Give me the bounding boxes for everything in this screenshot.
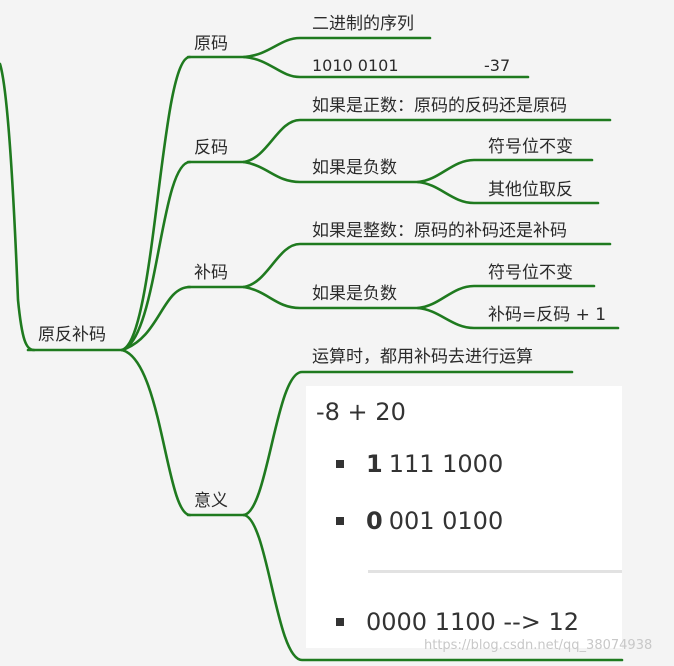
edge-root-buma xyxy=(120,285,192,352)
sign-bit: 1 xyxy=(366,450,383,478)
node-binary-sequence[interactable]: 二进制的序列 xyxy=(312,14,414,34)
example-card: -8 + 20 1 111 1000 0 001 0100 0000 1100 … xyxy=(306,386,622,648)
watermark-url: https://blog.csdn.net/qq_38074938 xyxy=(424,638,653,653)
trunk-line xyxy=(0,62,36,352)
node-binary-example[interactable]: 1010 0101 xyxy=(312,56,399,75)
square-bullet-icon xyxy=(336,460,344,468)
node-fanma-other-invert[interactable]: 其他位取反 xyxy=(488,180,573,200)
node-fanma[interactable]: 反码 xyxy=(194,138,228,158)
node-yuanma[interactable]: 原码 xyxy=(194,34,228,54)
root-node[interactable]: 原反补码 xyxy=(38,325,106,345)
node-yiyi-statement[interactable]: 运算时，都用补码去进行运算 xyxy=(312,347,533,367)
edge-root-fanma xyxy=(120,160,192,352)
square-bullet-icon xyxy=(336,618,344,626)
edge-root-yiyi xyxy=(120,348,192,517)
node-fanma-positive[interactable]: 如果是正数：原码的反码还是原码 xyxy=(312,96,567,116)
node-fanma-sign-unchanged[interactable]: 符号位不变 xyxy=(488,137,573,157)
example-row-minus8: 1 111 1000 xyxy=(336,450,503,478)
node-yiyi[interactable]: 意义 xyxy=(194,491,228,511)
edge-root-yuanma xyxy=(120,55,192,352)
result-bits: 0000 1100 --> 12 xyxy=(366,608,580,636)
sign-bit: 0 xyxy=(366,507,383,535)
node-buma[interactable]: 补码 xyxy=(194,263,228,283)
node-fanma-negative[interactable]: 如果是负数 xyxy=(312,158,397,178)
example-row-result: 0000 1100 --> 12 xyxy=(336,608,579,636)
value-bits: 001 0100 xyxy=(388,507,504,535)
example-expression: -8 + 20 xyxy=(316,398,406,426)
node-buma-sign-unchanged[interactable]: 符号位不变 xyxy=(488,263,573,283)
node-buma-plus-one[interactable]: 补码=反码 + 1 xyxy=(488,305,607,325)
node-binary-example-value: -37 xyxy=(484,56,511,75)
node-buma-positive[interactable]: 如果是整数：原码的补码还是补码 xyxy=(312,221,567,241)
node-buma-negative[interactable]: 如果是负数 xyxy=(312,284,397,304)
example-row-20: 0 001 0100 xyxy=(336,507,503,535)
sum-divider xyxy=(368,570,622,573)
square-bullet-icon xyxy=(336,517,344,525)
value-bits: 111 1000 xyxy=(388,450,504,478)
